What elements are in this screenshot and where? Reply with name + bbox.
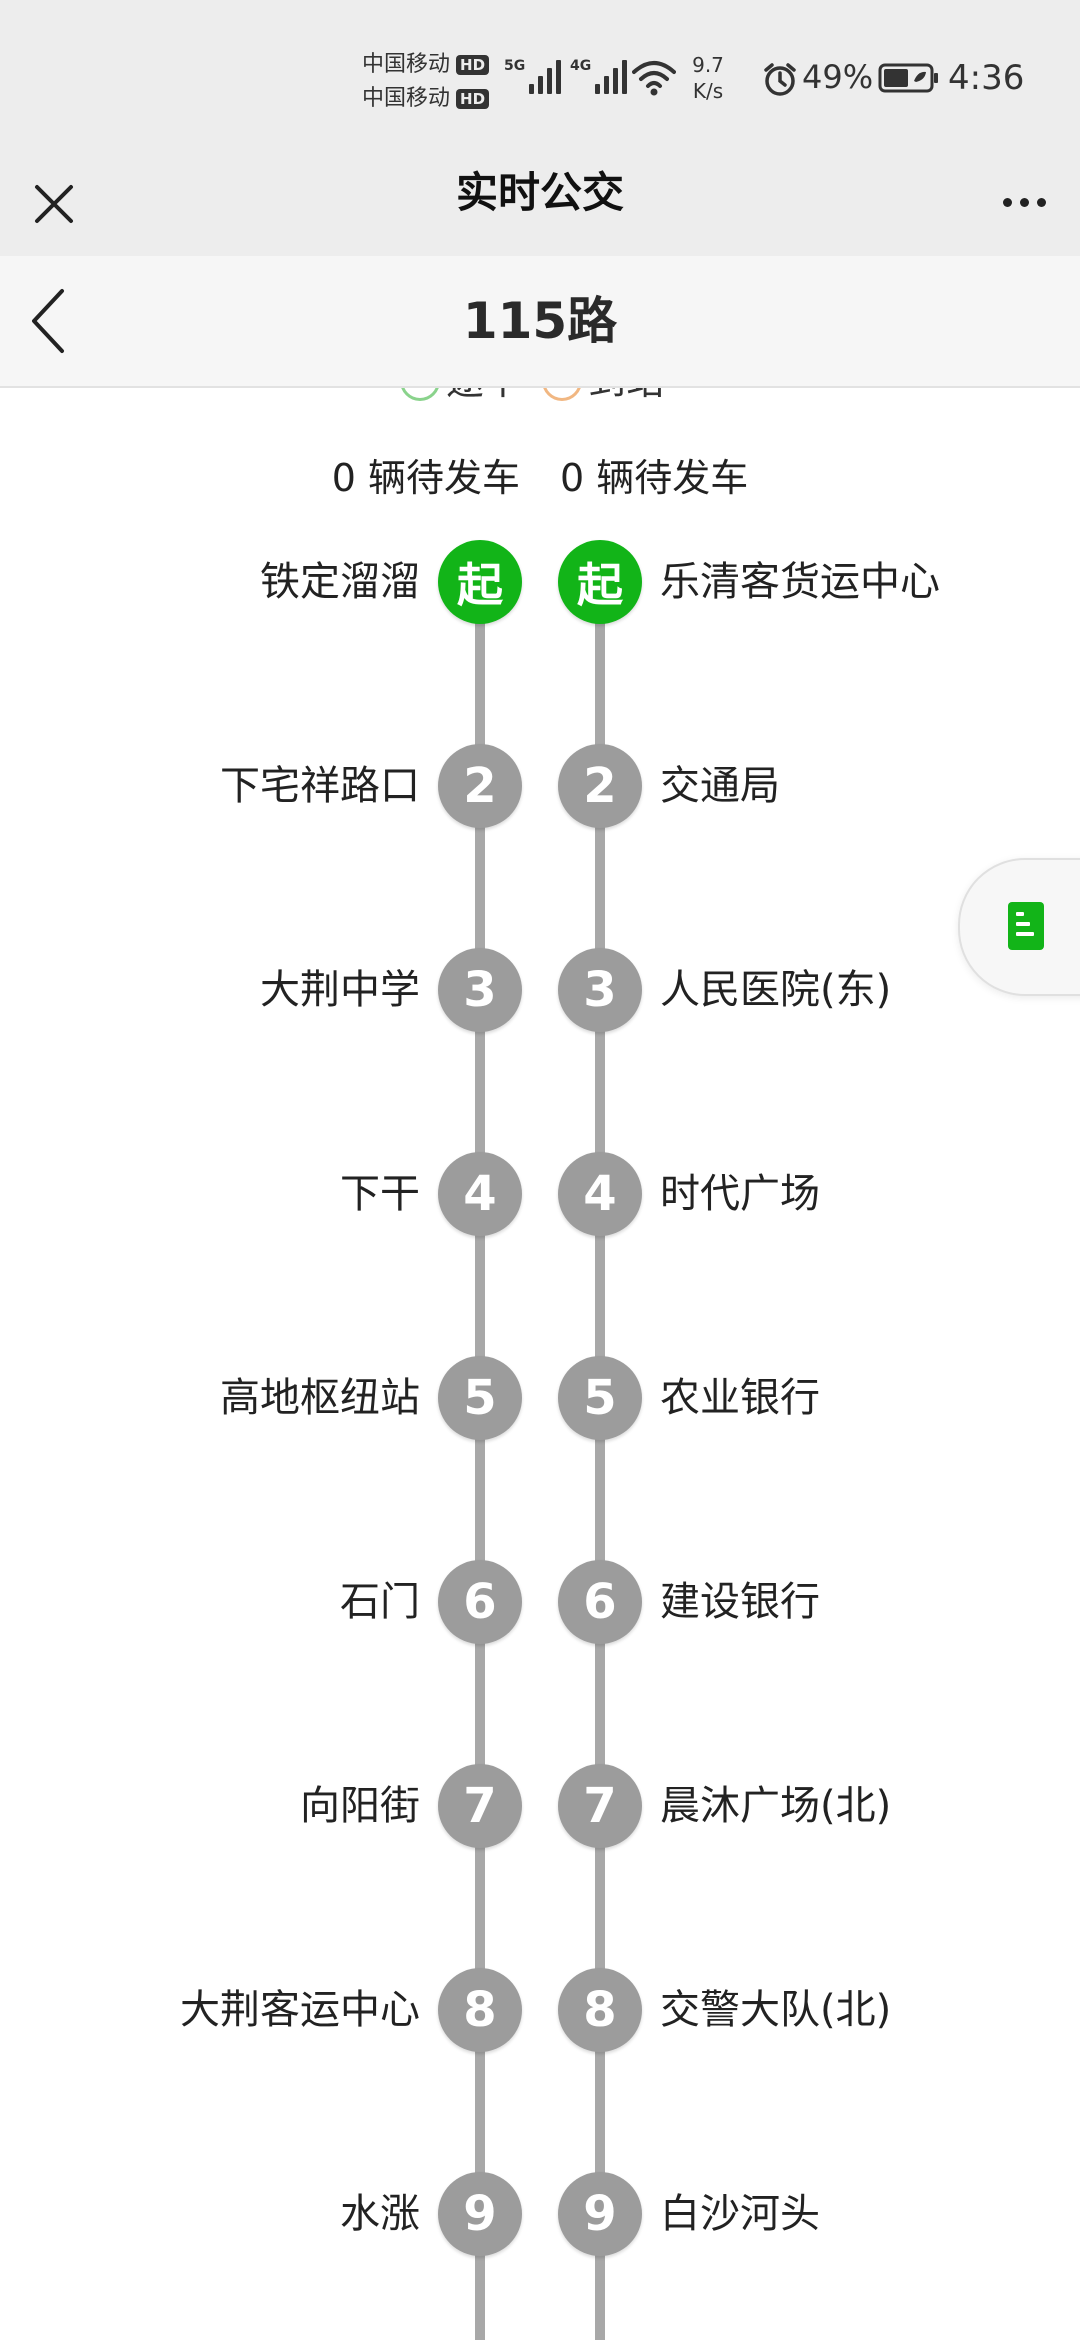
route-header: 115路	[0, 256, 1080, 388]
station-left-5[interactable]: 高地枢纽站 5	[0, 1356, 560, 1440]
station-name: 大荆客运中心	[180, 1987, 420, 2033]
back-button[interactable]	[18, 286, 78, 356]
station-number-badge: 4	[558, 1152, 642, 1236]
battery-percent: 49%	[802, 58, 874, 96]
alarm-icon	[764, 63, 796, 96]
network-speed: 9.7 K/s	[688, 52, 728, 104]
station-name: 交警大队(北)	[660, 1987, 892, 2033]
wifi-icon	[632, 61, 676, 96]
signal-bars-icon	[529, 58, 562, 94]
station-number-badge: 9	[438, 2172, 522, 2256]
station-right-3[interactable]: 3 人民医院(东)	[520, 948, 940, 1032]
chevron-left-icon	[32, 289, 64, 353]
station-name: 建设银行	[660, 1579, 820, 1625]
station-number-badge: 5	[558, 1356, 642, 1440]
more-icon	[1019, 197, 1029, 207]
station-right-9[interactable]: 9 白沙河头	[520, 2172, 1080, 2256]
hd-badge-1: HD	[456, 55, 490, 75]
network-speed-value: 9.7	[692, 53, 724, 77]
station-number-badge: 9	[558, 2172, 642, 2256]
station-number-badge: 2	[438, 744, 522, 828]
station-name: 农业银行	[660, 1375, 820, 1421]
station-left-8[interactable]: 大荆客运中心 8	[0, 1968, 560, 2052]
signal-bars-icon	[595, 58, 628, 94]
station-number-badge: 5	[438, 1356, 522, 1440]
signal-4g: 4G	[570, 58, 628, 94]
carrier-info: 中国移动 HD 中国移动 HD	[362, 48, 490, 116]
floating-document-button[interactable]	[958, 858, 1080, 996]
station-number-badge: 2	[558, 744, 642, 828]
station-name: 高地枢纽站	[220, 1375, 420, 1421]
station-name: 下干	[340, 1171, 420, 1217]
station-right-2[interactable]: 2 交通局	[520, 744, 1080, 828]
station-left-7[interactable]: 向阳街 7	[0, 1764, 560, 1848]
station-name: 铁定溜溜	[260, 559, 420, 605]
station-name: 晨沐广场(北)	[660, 1783, 892, 1829]
station-number-badge: 3	[438, 948, 522, 1032]
app-header: 实时公交	[0, 150, 1080, 256]
more-icon	[1036, 197, 1046, 207]
carrier-name-1: 中国移动	[362, 52, 451, 77]
more-button[interactable]	[988, 172, 1060, 232]
station-name: 人民医院(东)	[660, 967, 892, 1013]
station-name: 白沙河头	[660, 2191, 820, 2237]
station-left-4[interactable]: 下干 4	[0, 1152, 560, 1236]
station-number-badge: 4	[438, 1152, 522, 1236]
station-name: 时代广场	[660, 1171, 820, 1217]
station-left-6[interactable]: 石门 6	[0, 1560, 560, 1644]
station-left-9[interactable]: 水涨 9	[0, 2172, 560, 2256]
signal-5g: 5G	[504, 58, 562, 94]
carrier-name-2: 中国移动	[362, 86, 451, 111]
station-right-1[interactable]: 起 乐清客货运中心	[520, 540, 1080, 624]
station-name: 向阳街	[300, 1783, 420, 1829]
station-left-3[interactable]: 大荆中学 3	[0, 948, 560, 1032]
document-icon	[1008, 902, 1044, 950]
station-name: 石门	[340, 1579, 420, 1625]
station-name: 下宅祥路口	[220, 763, 420, 809]
station-number-badge: 8	[558, 1968, 642, 2052]
battery-icon	[878, 63, 938, 93]
more-icon	[1002, 197, 1012, 207]
station-number-badge: 6	[558, 1560, 642, 1644]
station-start-badge: 起	[558, 540, 642, 624]
station-right-4[interactable]: 4 时代广场	[520, 1152, 1080, 1236]
page-title: 实时公交	[455, 168, 624, 217]
network-speed-unit: K/s	[692, 79, 724, 103]
station-name: 交通局	[660, 763, 780, 809]
station-right-8[interactable]: 8 交警大队(北)	[520, 1968, 1080, 2052]
station-right-6[interactable]: 6 建设银行	[520, 1560, 1080, 1644]
station-start-badge: 起	[438, 540, 522, 624]
net-type-2: 4G	[570, 58, 592, 74]
pending-buses-left: 0 辆待发车	[331, 456, 520, 500]
route-line-left	[475, 585, 485, 2340]
status-bar: 中国移动 HD 中国移动 HD 5G 4G 9.7 K/s 49%	[0, 0, 1080, 150]
station-name: 大荆中学	[260, 967, 420, 1013]
close-icon	[35, 185, 73, 223]
station-number-badge: 7	[558, 1764, 642, 1848]
station-name: 乐清客货运中心	[660, 559, 940, 605]
station-number-badge: 7	[438, 1764, 522, 1848]
station-number-badge: 8	[438, 1968, 522, 2052]
station-right-5[interactable]: 5 农业银行	[520, 1356, 1080, 1440]
close-button[interactable]	[22, 172, 86, 236]
route-line-right	[595, 585, 605, 2340]
station-number-badge: 6	[438, 1560, 522, 1644]
hd-badge-2: HD	[456, 89, 490, 109]
route-title: 115路	[462, 292, 618, 350]
station-name: 水涨	[340, 2191, 420, 2237]
station-left-1[interactable]: 铁定溜溜 起	[0, 540, 1080, 624]
pending-buses-right: 0 辆待发车	[560, 456, 749, 500]
clock: 4:36	[948, 58, 1025, 98]
station-number-badge: 3	[558, 948, 642, 1032]
station-left-2[interactable]: 下宅祥路口 2	[0, 744, 560, 828]
net-type-1: 5G	[504, 58, 526, 74]
station-right-7[interactable]: 7 晨沐广场(北)	[520, 1764, 1080, 1848]
